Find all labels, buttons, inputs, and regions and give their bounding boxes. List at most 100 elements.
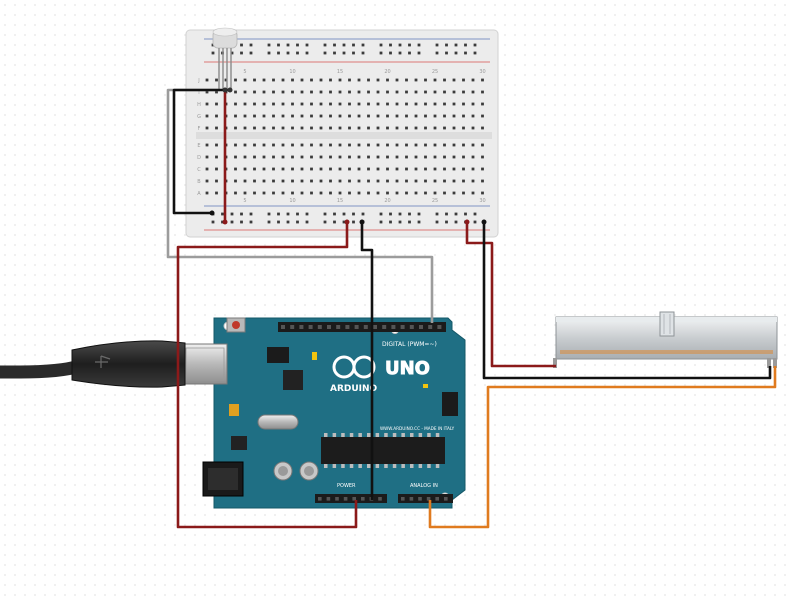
breadboard-hole	[310, 155, 313, 159]
breadboard-hole	[357, 78, 361, 82]
breadboard-hole	[281, 114, 285, 118]
chip-leg	[384, 464, 388, 468]
potentiometer-knob	[659, 311, 675, 337]
header-pin	[378, 497, 382, 501]
breadboard-hole	[253, 143, 256, 147]
chip-leg	[349, 433, 354, 437]
atmega-chip	[321, 437, 445, 464]
breadboard-hole	[473, 51, 477, 55]
breadboard-hole	[215, 167, 218, 171]
breadboard-hole	[443, 155, 446, 159]
breadboard-hole	[296, 43, 299, 47]
breadboard-hole	[361, 43, 365, 47]
breadboard-hole	[398, 212, 402, 216]
breadboard-hole	[367, 167, 370, 171]
breadboard-hole	[215, 191, 218, 195]
breadboard-hole	[240, 51, 243, 55]
breadboard-hole	[481, 179, 484, 183]
breadboard-hole	[205, 167, 209, 171]
breadboard-hole	[329, 78, 332, 82]
breadboard-hole	[445, 51, 448, 55]
breadboard-hole	[342, 220, 346, 224]
breadboard-hole	[262, 90, 266, 94]
breadboard-hole	[452, 114, 456, 118]
breadboard-hole	[389, 43, 392, 47]
breadboard-hole	[405, 191, 408, 195]
breadboard-hole	[408, 51, 411, 55]
breadboard-hole	[443, 179, 446, 183]
breadboard-hole	[310, 167, 313, 171]
breadboard-hole	[443, 143, 446, 147]
breadboard-hole	[367, 179, 370, 183]
breadboard-hole	[405, 126, 408, 130]
breadboard-hole	[333, 51, 336, 55]
header-pin	[373, 325, 377, 329]
breadboard-hole	[305, 212, 309, 216]
breadboard-hole	[414, 90, 418, 94]
breadboard-hole	[481, 167, 484, 171]
breadboard-hole	[249, 220, 253, 224]
breadboard-hole	[300, 78, 304, 82]
breadboard-hole	[234, 90, 237, 94]
breadboard-hole	[405, 78, 408, 82]
breadboard-hole	[417, 212, 421, 216]
breadboard-hole	[291, 179, 294, 183]
breadboard-hole	[205, 102, 209, 106]
breadboard-hole	[481, 126, 484, 130]
row-letter-bottom: A	[197, 191, 201, 197]
breadboard-hole	[367, 191, 370, 195]
breadboard-hole	[215, 143, 218, 147]
breadboard-hole	[452, 167, 456, 171]
breadboard-hole	[338, 143, 342, 147]
breadboard-hole	[379, 43, 383, 47]
breadboard-hole	[319, 143, 323, 147]
breadboard-hole	[348, 155, 351, 159]
breadboard-hole	[357, 155, 361, 159]
red-wire-pot	[465, 222, 556, 368]
breadboard-hole	[310, 179, 313, 183]
breadboard-hole	[389, 51, 392, 55]
chip-leg	[435, 433, 440, 437]
breadboard-hole	[443, 102, 446, 106]
breadboard-hole	[357, 114, 361, 118]
chip-leg	[384, 433, 388, 437]
breadboard-hole	[408, 220, 411, 224]
breadboard-hole	[471, 155, 475, 159]
chip-leg	[427, 464, 431, 468]
breadboard-hole	[424, 90, 427, 94]
breadboard-hole	[379, 220, 383, 224]
breadboard-hole	[243, 126, 247, 130]
breadboard-hole	[424, 126, 427, 130]
arduino-footer-text: WWW.ARDUINO.CC - MADE IN ITALY	[380, 426, 455, 431]
breadboard-hole	[386, 126, 389, 130]
breadboard-hole	[376, 78, 380, 82]
chip-leg	[435, 464, 440, 468]
breadboard-hole	[253, 90, 256, 94]
breadboard-hole	[471, 114, 475, 118]
breadboard-hole	[338, 102, 342, 106]
breadboard-hole	[291, 167, 294, 171]
breadboard-hole	[417, 220, 421, 224]
breadboard-hole	[234, 167, 237, 171]
breadboard-hole	[272, 126, 275, 130]
chip-leg	[358, 464, 362, 468]
breadboard-hole	[348, 78, 351, 82]
breadboard-hole	[211, 51, 215, 55]
breadboard-hole	[367, 90, 370, 94]
arduino-logo-icon	[332, 355, 376, 379]
breadboard-hole	[215, 179, 218, 183]
breadboard-hole	[329, 126, 332, 130]
breadboard-hole	[352, 220, 355, 224]
breadboard-hole	[405, 167, 408, 171]
chip-leg	[332, 464, 337, 468]
breadboard-hole	[300, 167, 304, 171]
breadboard-hole	[281, 90, 285, 94]
breadboard-hole	[414, 78, 418, 82]
breadboard-hole	[443, 191, 446, 195]
breadboard-hole	[445, 220, 448, 224]
potentiometer-track	[560, 350, 773, 354]
breadboard-hole	[433, 114, 437, 118]
breadboard-hole	[414, 126, 418, 130]
chip-leg	[341, 464, 345, 468]
